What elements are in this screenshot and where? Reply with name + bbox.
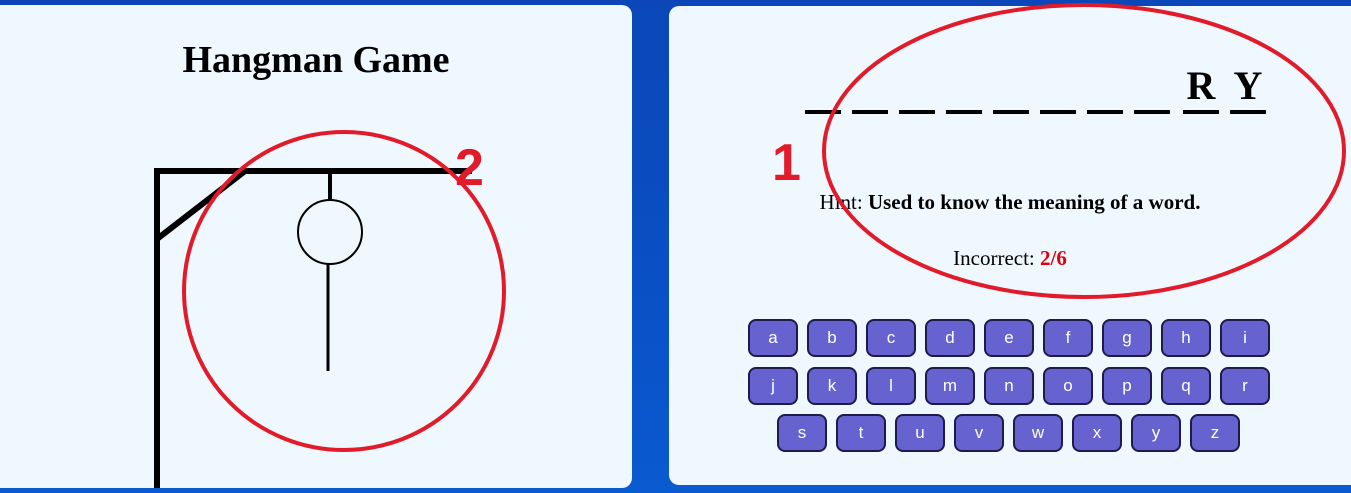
letter-slot [993, 62, 1029, 114]
key-j[interactable]: j [748, 367, 798, 405]
key-d[interactable]: d [925, 319, 975, 357]
letter-slot [805, 62, 841, 114]
key-s[interactable]: s [777, 414, 827, 452]
game-panel: R Y Hint: Used to know the meaning of a … [669, 6, 1351, 485]
key-n[interactable]: n [984, 367, 1034, 405]
letter-slot [852, 62, 888, 114]
incorrect-count: 2/6 [1040, 246, 1067, 270]
key-g[interactable]: g [1102, 319, 1152, 357]
letter-slot [899, 62, 935, 114]
key-e[interactable]: e [984, 319, 1034, 357]
gallows-drawing [154, 168, 472, 488]
key-r[interactable]: r [1220, 367, 1270, 405]
annotation-label-2: 2 [455, 139, 484, 197]
key-f[interactable]: f [1043, 319, 1093, 357]
key-z[interactable]: z [1190, 414, 1240, 452]
key-o[interactable]: o [1043, 367, 1093, 405]
hangman-drawing-panel: Hangman Game [0, 5, 632, 488]
key-h[interactable]: h [1161, 319, 1211, 357]
letter-slot [1087, 62, 1123, 114]
key-b[interactable]: b [807, 319, 857, 357]
key-l[interactable]: l [866, 367, 916, 405]
gallows-brace [155, 168, 247, 242]
annotation-label-1: 1 [772, 134, 801, 192]
key-p[interactable]: p [1102, 367, 1152, 405]
hint-label: Hint: [819, 190, 868, 214]
key-v[interactable]: v [954, 414, 1004, 452]
key-c[interactable]: c [866, 319, 916, 357]
key-k[interactable]: k [807, 367, 857, 405]
key-y[interactable]: y [1131, 414, 1181, 452]
hint-text: Hint: Used to know the meaning of a word… [669, 190, 1351, 215]
letter-slot [1134, 62, 1170, 114]
incorrect-label: Incorrect: [953, 246, 1041, 270]
key-x[interactable]: x [1072, 414, 1122, 452]
key-i[interactable]: i [1220, 319, 1270, 357]
key-m[interactable]: m [925, 367, 975, 405]
word-display: R Y [669, 6, 1351, 126]
letter-slot [946, 62, 982, 114]
key-a[interactable]: a [748, 319, 798, 357]
key-q[interactable]: q [1161, 367, 1211, 405]
key-w[interactable]: w [1013, 414, 1063, 452]
hint-value: Used to know the meaning of a word. [867, 190, 1201, 214]
letter-slot: Y [1230, 62, 1266, 114]
key-t[interactable]: t [836, 414, 886, 452]
letter-slot: R [1183, 62, 1219, 114]
letter-slot [1040, 62, 1076, 114]
hangman-head [297, 199, 363, 265]
incorrect-counter: Incorrect: 2/6 [669, 246, 1351, 271]
key-u[interactable]: u [895, 414, 945, 452]
page-title: Hangman Game [182, 39, 450, 81]
